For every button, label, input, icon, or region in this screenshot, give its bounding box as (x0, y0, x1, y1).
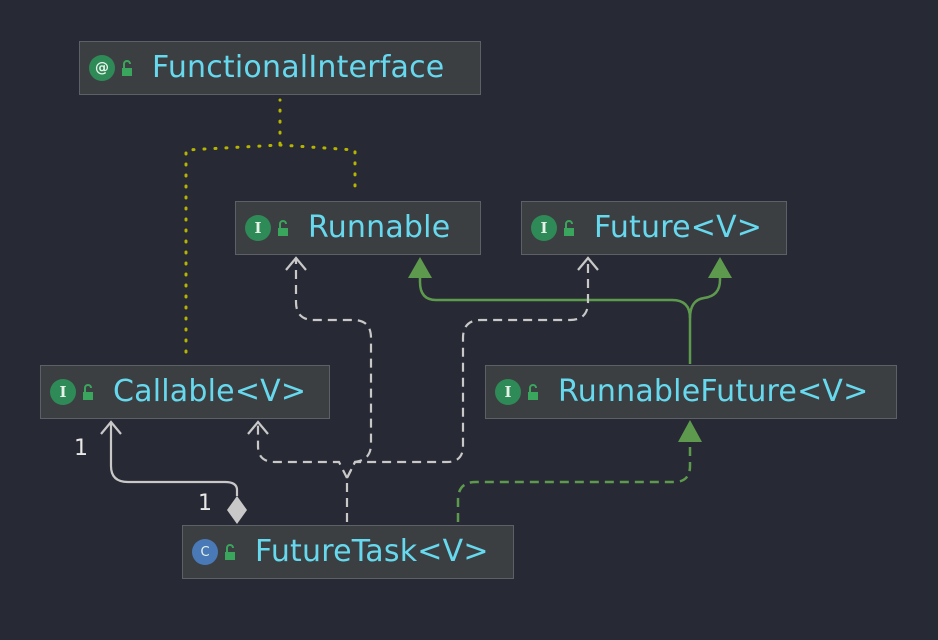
multiplicity-label-callable: 1 (74, 436, 88, 461)
arrowhead-callable-aggregation (100, 420, 122, 435)
annotation-icon: @ (89, 55, 115, 81)
node-callable[interactable]: I Callable<V> (40, 365, 330, 419)
arrowhead-runnable-dependency (285, 256, 307, 271)
arrowhead-runnable-extends (408, 257, 432, 278)
unlocked-padlock-icon (278, 220, 288, 236)
edge-futuretask-future (346, 258, 590, 479)
edge-futuretask-callable-aggregation (109, 422, 239, 496)
node-name: Future<V> (594, 210, 763, 245)
node-name: FutureTask<V> (255, 534, 489, 569)
node-functional-interface[interactable]: @ FunctionalInterface (79, 41, 481, 95)
edge-runnable-functional-interface (278, 143, 357, 190)
arrowhead-runnablefuture-implements (678, 420, 702, 442)
arrowhead-future-extends (708, 257, 732, 278)
aggregation-diamond (227, 496, 247, 524)
edge-runnablefuture-future (688, 276, 722, 319)
edge-futuretask-runnablefuture (456, 442, 692, 522)
node-name: Runnable (308, 210, 451, 245)
unlocked-padlock-icon (122, 60, 132, 76)
multiplicity-label-future-task: 1 (198, 491, 212, 516)
node-runnable-future[interactable]: I RunnableFuture<V> (485, 365, 897, 419)
edge-runnablefuture-runnable (418, 276, 692, 364)
node-name: Callable<V> (113, 374, 307, 409)
node-future[interactable]: I Future<V> (521, 201, 787, 255)
edge-callable-functional-interface (184, 98, 282, 354)
interface-icon: I (531, 215, 557, 241)
node-runnable[interactable]: I Runnable (235, 201, 481, 255)
unlocked-padlock-icon (564, 220, 574, 236)
interface-icon: I (50, 379, 76, 405)
arrowhead-future-dependency (577, 256, 599, 271)
interface-icon: I (245, 215, 271, 241)
edge-futuretask-callable (256, 422, 348, 479)
unlocked-padlock-icon (83, 384, 93, 400)
node-name: FunctionalInterface (152, 50, 445, 85)
edge-futuretask-runnable (294, 258, 373, 522)
arrowhead-callable-dependency (247, 420, 269, 435)
class-icon: C (192, 539, 218, 565)
unlocked-padlock-icon (225, 544, 235, 560)
interface-icon: I (495, 379, 521, 405)
node-name: RunnableFuture<V> (558, 374, 869, 409)
unlocked-padlock-icon (528, 384, 538, 400)
node-future-task[interactable]: C FutureTask<V> (182, 525, 514, 579)
